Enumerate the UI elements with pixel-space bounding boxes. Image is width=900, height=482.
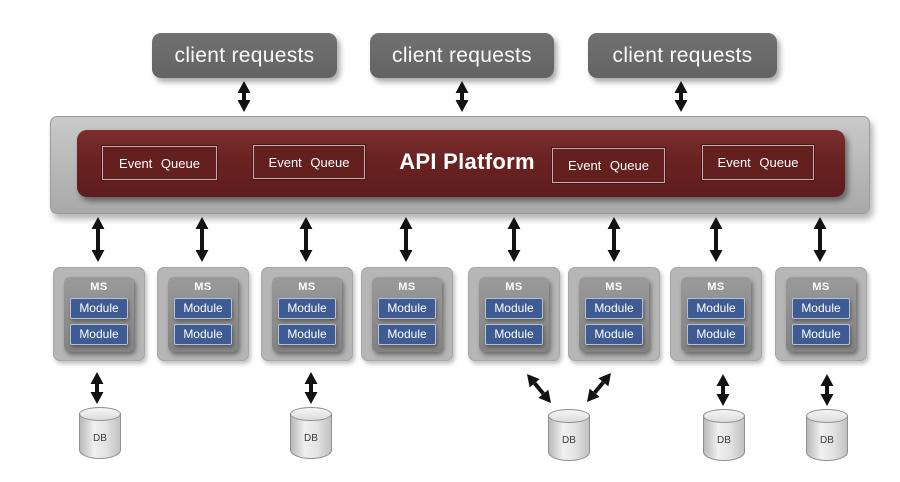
arrow-db-3-left <box>527 374 551 403</box>
microservice-inner-1: MS Module Module <box>64 277 134 352</box>
database-cylinder-top <box>806 409 848 423</box>
ms-label: MS <box>194 281 212 293</box>
module-block: Module <box>278 324 336 345</box>
database-cylinder-top <box>703 409 745 423</box>
ms-label: MS <box>812 281 830 293</box>
module-block: Module <box>792 324 850 345</box>
arrow-db-2 <box>304 372 318 404</box>
ms-label: MS <box>398 281 416 293</box>
arrow-db-4 <box>716 374 730 406</box>
database-cylinder-3: DB <box>548 409 590 463</box>
arrow-ms-1 <box>91 217 105 262</box>
module-block: Module <box>792 298 850 319</box>
ms-label: MS <box>605 281 623 293</box>
arrow-client-2 <box>455 81 469 112</box>
module-block: Module <box>70 298 128 319</box>
db-label: DB <box>820 435 834 446</box>
ms-label: MS <box>90 281 108 293</box>
arrow-ms-4 <box>399 217 413 262</box>
ms-label: MS <box>298 281 316 293</box>
arrow-ms-8 <box>813 217 827 262</box>
module-block: Module <box>174 298 232 319</box>
ms-label: MS <box>505 281 523 293</box>
event-queue-box-2: Event Queue <box>253 145 365 179</box>
module-block: Module <box>687 324 745 345</box>
event-queue-box-3: Event Queue <box>552 148 665 183</box>
client-requests-box-1: client requests <box>152 33 337 78</box>
api-platform-title: API Platform <box>399 149 535 174</box>
microservice-inner-4: MS Module Module <box>372 277 442 352</box>
microservice-box-1: MS Module Module <box>53 267 145 361</box>
arrow-db-1 <box>90 372 104 404</box>
event-queue-box-4: Event Queue <box>702 145 814 180</box>
database-cylinder-5: DB <box>806 409 848 463</box>
db-label: DB <box>562 435 576 446</box>
database-cylinder-2: DB <box>290 407 332 461</box>
module-block: Module <box>70 324 128 345</box>
db-label: DB <box>304 433 318 444</box>
db-label: DB <box>717 435 731 446</box>
database-cylinder-top <box>548 409 590 423</box>
module-block: Module <box>174 324 232 345</box>
microservice-box-8: MS Module Module <box>775 267 867 361</box>
microservice-inner-2: MS Module Module <box>168 277 238 352</box>
microservice-inner-6: MS Module Module <box>579 277 649 352</box>
arrow-db-5 <box>820 374 834 406</box>
microservice-box-7: MS Module Module <box>670 267 762 361</box>
module-block: Module <box>585 298 643 319</box>
module-block: Module <box>278 298 336 319</box>
ms-label: MS <box>707 281 725 293</box>
microservice-box-5: MS Module Module <box>468 267 560 361</box>
database-cylinder-1: DB <box>79 407 121 461</box>
api-platform-bar: Event Queue Event Queue API Platform Eve… <box>77 130 845 197</box>
client-requests-box-3: client requests <box>588 33 777 78</box>
client-requests-box-2: client requests <box>370 33 554 78</box>
arrow-ms-3 <box>299 217 313 262</box>
module-block: Module <box>485 324 543 345</box>
module-block: Module <box>585 324 643 345</box>
module-block: Module <box>687 298 745 319</box>
arrow-ms-6 <box>607 217 621 262</box>
microservice-inner-7: MS Module Module <box>681 277 751 352</box>
module-block: Module <box>485 298 543 319</box>
database-cylinder-body <box>290 413 332 459</box>
event-queue-box-1: Event Queue <box>102 146 217 180</box>
platform-band: Event Queue Event Queue API Platform Eve… <box>50 116 870 214</box>
microservice-box-6: MS Module Module <box>568 267 660 361</box>
database-cylinder-4: DB <box>703 409 745 463</box>
microservice-inner-3: MS Module Module <box>272 277 342 352</box>
arrow-ms-7 <box>709 217 723 262</box>
arrow-ms-2 <box>195 217 209 262</box>
microservice-box-3: MS Module Module <box>261 267 353 361</box>
database-cylinder-top <box>290 407 332 421</box>
database-cylinder-top <box>79 407 121 421</box>
database-cylinder-body <box>703 415 745 461</box>
module-block: Module <box>378 324 436 345</box>
arrow-client-3 <box>674 81 688 112</box>
arrow-db-3-right <box>587 373 611 402</box>
microservice-box-4: MS Module Module <box>361 267 453 361</box>
module-block: Module <box>378 298 436 319</box>
db-label: DB <box>93 433 107 444</box>
arrow-client-1 <box>237 81 251 112</box>
microservice-inner-5: MS Module Module <box>479 277 549 352</box>
microservice-box-2: MS Module Module <box>157 267 249 361</box>
microservice-inner-8: MS Module Module <box>786 277 856 352</box>
arrow-ms-5 <box>507 217 521 262</box>
